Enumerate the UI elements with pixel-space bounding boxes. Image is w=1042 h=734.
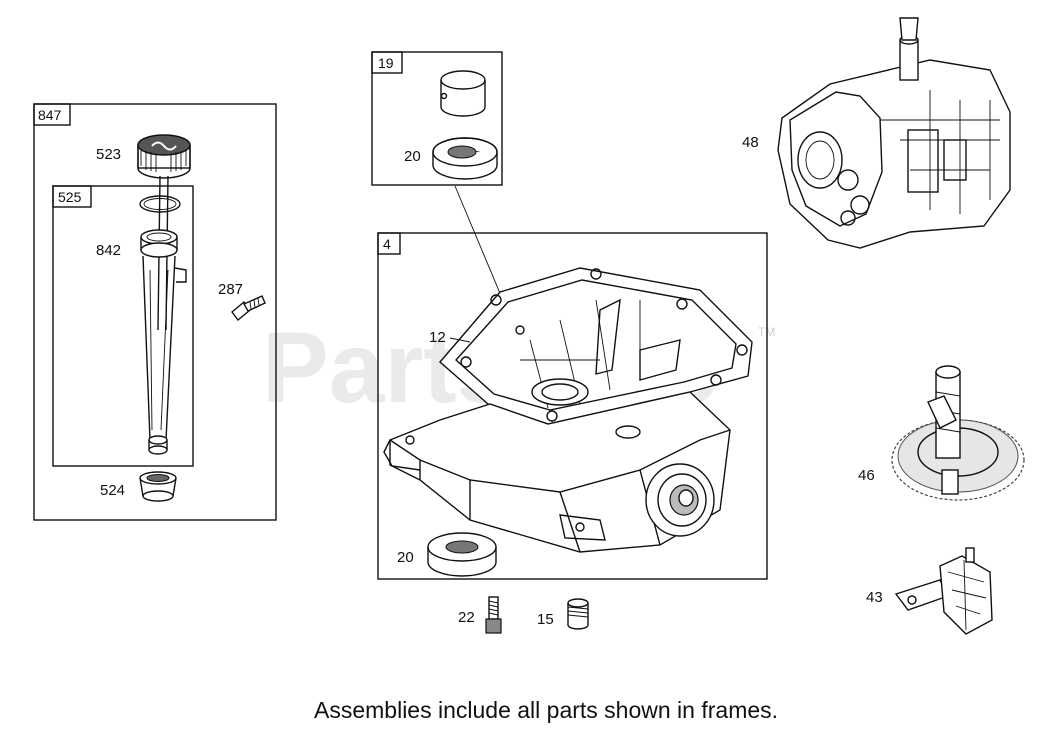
callout-46: 46 (858, 467, 875, 484)
frame-19[interactable]: 19 (371, 51, 503, 186)
callout-15: 15 (537, 611, 554, 628)
callout-12: 12 (429, 329, 446, 346)
dipstick-cap-part[interactable] (137, 134, 191, 179)
seal-20-upper-part[interactable] (432, 137, 498, 180)
dipstick-tube-part[interactable] (140, 229, 187, 455)
frame-847[interactable]: 847 (33, 103, 277, 521)
callout-43: 43 (866, 589, 883, 606)
bracket-43-part[interactable] (894, 547, 993, 635)
plug-15-part[interactable] (567, 598, 589, 630)
frame-847-label: 847 (38, 107, 62, 123)
callout-20-upper: 20 (404, 148, 421, 165)
caption: Assemblies include all parts shown in fr… (314, 697, 778, 723)
plug-524-part[interactable] (139, 471, 177, 502)
crankcase-48-part[interactable] (777, 17, 1011, 249)
callout-20-lower: 20 (397, 549, 414, 566)
camshaft-46-part[interactable] (891, 365, 1025, 501)
frame-525[interactable]: 525 (52, 185, 194, 467)
callout-287: 287 (218, 281, 243, 298)
callout-524: 524 (100, 482, 125, 499)
frame-525-label: 525 (58, 189, 82, 205)
leader-12 (449, 337, 471, 343)
callout-48: 48 (742, 134, 759, 151)
callout-842: 842 (96, 242, 121, 259)
bushing-19-part[interactable] (440, 70, 486, 117)
o-ring-part[interactable] (139, 195, 181, 213)
frame-19-label: 19 (378, 55, 394, 71)
frame-4-label: 4 (383, 236, 391, 252)
engine-sump-part[interactable] (383, 267, 753, 553)
seal-20-lower-part[interactable] (427, 532, 497, 577)
bolt-287-part[interactable] (231, 295, 266, 322)
frame-4[interactable]: 4 (377, 232, 768, 580)
callout-523: 523 (96, 146, 121, 163)
callout-22: 22 (458, 609, 475, 626)
bolt-22-part[interactable] (485, 596, 502, 634)
